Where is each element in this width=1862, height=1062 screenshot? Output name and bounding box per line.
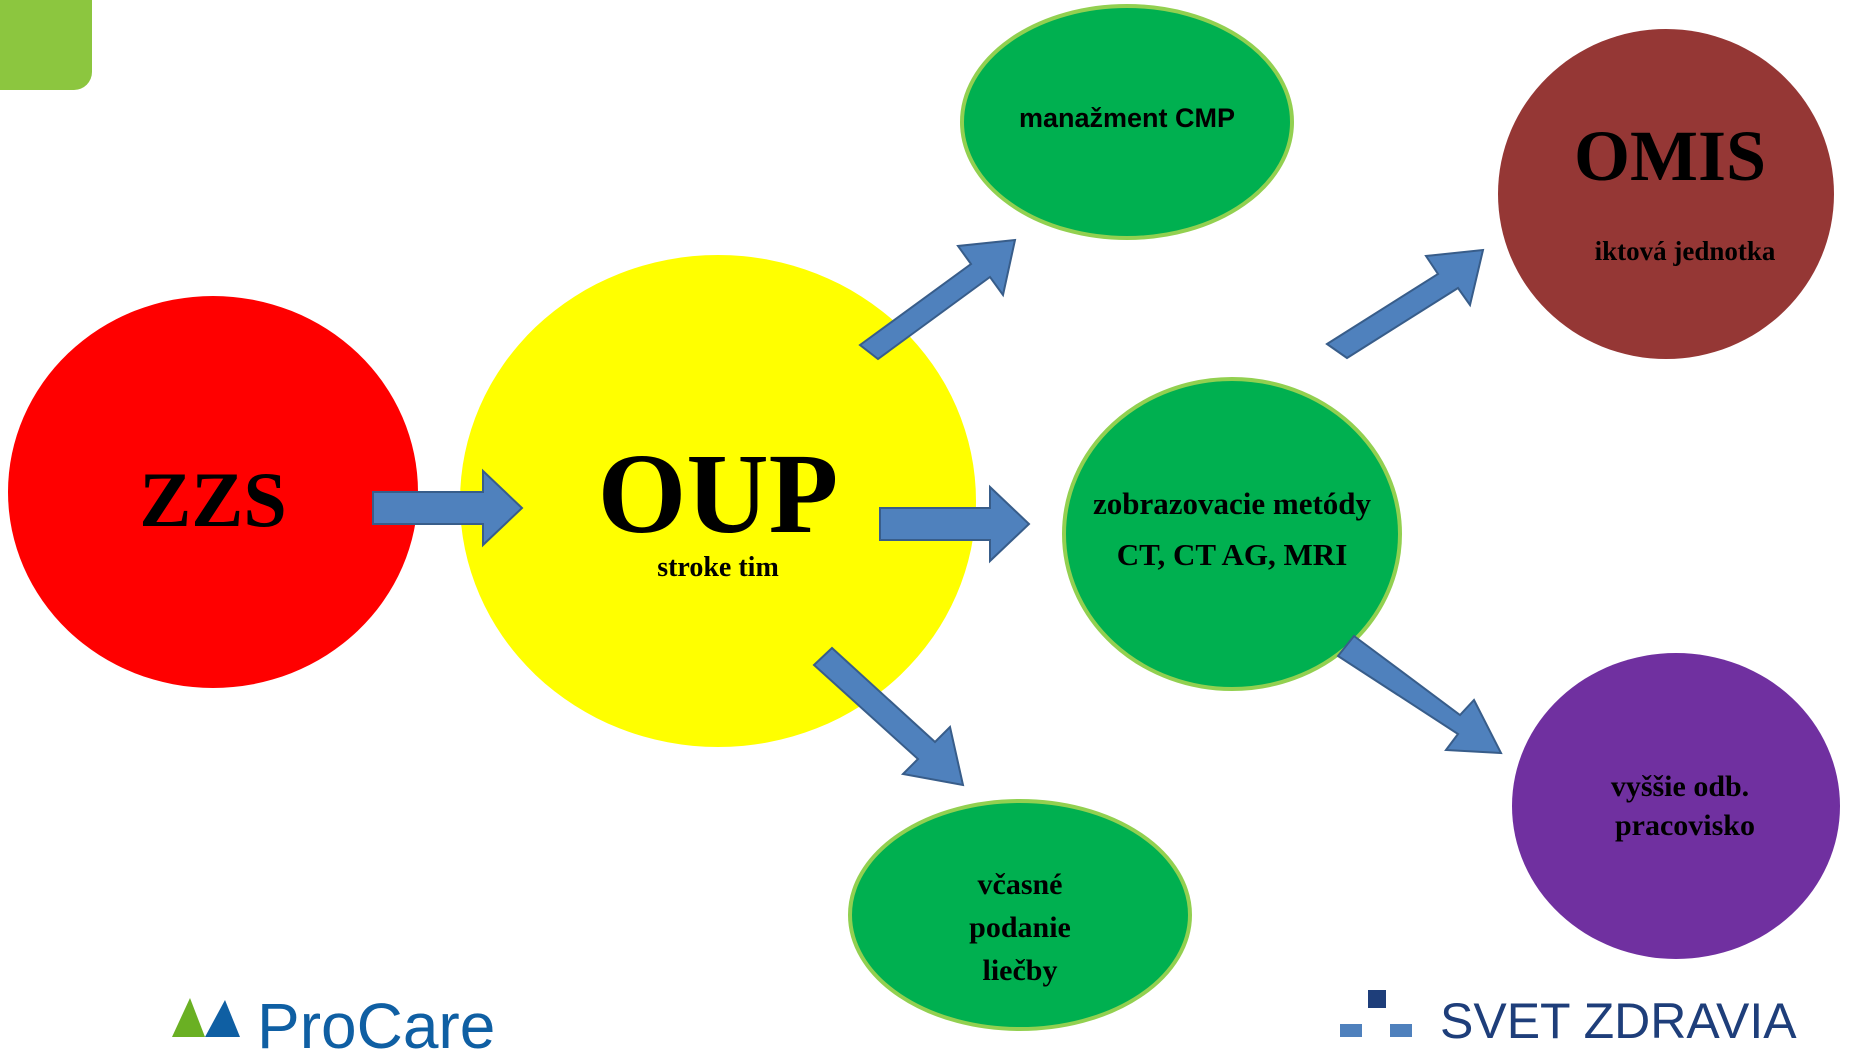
vcasne-line2: podanie [969, 911, 1071, 944]
procare-logo-text: ProCare [257, 990, 496, 1062]
node-zzs [8, 296, 418, 688]
manazment-title: manažment CMP [1018, 103, 1236, 133]
oup-subtitle: stroke tim [657, 552, 779, 583]
arrow-oup-to-zobrazovacie [879, 484, 1031, 564]
procare-logo-mark [172, 998, 205, 1037]
oup-title: OUP [597, 430, 839, 557]
vyssie-line2: pracovisko [1614, 809, 1755, 842]
corner-decoration [0, 0, 92, 90]
node-zobrazovacie [1062, 377, 1402, 691]
node-manazment [960, 4, 1294, 240]
arrow-zobrazovacie-to-vyssie [1336, 634, 1503, 755]
omis-title: OMIS [1573, 116, 1767, 196]
svet-zdravia-logo-mark-2 [1340, 1024, 1362, 1037]
procare-logo: ProCare [170, 990, 495, 1058]
vcasne-line1: včasné [977, 868, 1063, 901]
arrow-oup-to-vcasne [812, 646, 965, 787]
arrow-zzs-to-oup [372, 468, 524, 548]
node-oup [460, 255, 976, 747]
flow-diagram [0, 0, 1840, 1037]
arrow-zobrazovacie-to-omis [1325, 248, 1485, 360]
svet-zdravia-logo: SVET ZDRAVIA [1340, 990, 1797, 1050]
arrow-oup-to-manazment [858, 238, 1017, 361]
vyssie-line1: vyššie odb. [1610, 770, 1750, 803]
omis-subtitle: iktová jednotka [1594, 236, 1776, 266]
vcasne-line3: liečby [982, 954, 1058, 987]
svet-zdravia-logo-mark-3 [1390, 1024, 1412, 1037]
zobrazovacie-line1: zobrazovacie metódy [1092, 486, 1372, 521]
zzs-title: ZZS [139, 456, 287, 543]
node-omis [1498, 29, 1834, 359]
procare-logo-mark-2 [205, 1000, 240, 1037]
node-vyssie [1512, 653, 1840, 959]
zobrazovacie-line2: CT, CT AG, MRI [1116, 537, 1348, 572]
svet-zdravia-logo-text: SVET ZDRAVIA [1440, 993, 1797, 1049]
svet-zdravia-logo-mark [1368, 990, 1386, 1008]
node-vcasne [848, 799, 1192, 1031]
